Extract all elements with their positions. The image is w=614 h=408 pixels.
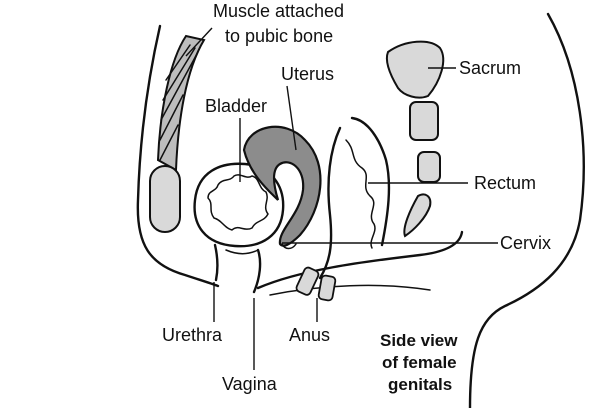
muscle-striations bbox=[159, 44, 199, 161]
anal-sphincter-lower bbox=[317, 274, 337, 302]
rectum-back bbox=[350, 116, 391, 247]
label-sacrum: Sacrum bbox=[459, 58, 521, 78]
label-anus: Anus bbox=[289, 325, 330, 345]
pelvic-floor-line bbox=[269, 284, 431, 296]
label-urethra: Urethra bbox=[162, 325, 223, 345]
label-muscle-line2: to pubic bone bbox=[225, 26, 333, 46]
body-back-outline bbox=[468, 12, 585, 408]
leader-muscle bbox=[185, 27, 213, 57]
caption-line2: of female bbox=[382, 353, 457, 372]
label-cervix: Cervix bbox=[500, 233, 551, 253]
sacrum-vertebra-2 bbox=[409, 101, 439, 141]
vaginal-canal bbox=[252, 248, 262, 294]
sacrum-vertebra-3 bbox=[417, 151, 441, 183]
anal-sphincter-upper bbox=[295, 266, 320, 296]
urethra-tube bbox=[213, 243, 219, 282]
perineum-outline bbox=[256, 230, 464, 290]
label-bladder: Bladder bbox=[205, 96, 267, 116]
bladder-lumen bbox=[207, 174, 269, 231]
rectum-outer bbox=[318, 126, 342, 280]
vaginal-canal-inner bbox=[225, 249, 259, 255]
coccyx bbox=[403, 193, 432, 238]
caption-line3: genitals bbox=[388, 375, 452, 394]
cervix-tip bbox=[281, 243, 297, 250]
leader-uterus bbox=[286, 85, 297, 151]
label-rectum: Rectum bbox=[474, 173, 536, 193]
label-muscle-line1: Muscle attached bbox=[213, 1, 344, 21]
label-uterus: Uterus bbox=[281, 64, 334, 84]
sacrum-vertebra-1 bbox=[386, 40, 445, 99]
caption-line1: Side view bbox=[380, 331, 458, 350]
pubic-bone bbox=[149, 165, 181, 233]
rectum-folds bbox=[345, 139, 376, 249]
label-vagina: Vagina bbox=[222, 374, 278, 394]
body-front-outline bbox=[136, 24, 220, 288]
uterus bbox=[242, 125, 322, 247]
bladder-wall bbox=[193, 162, 285, 248]
